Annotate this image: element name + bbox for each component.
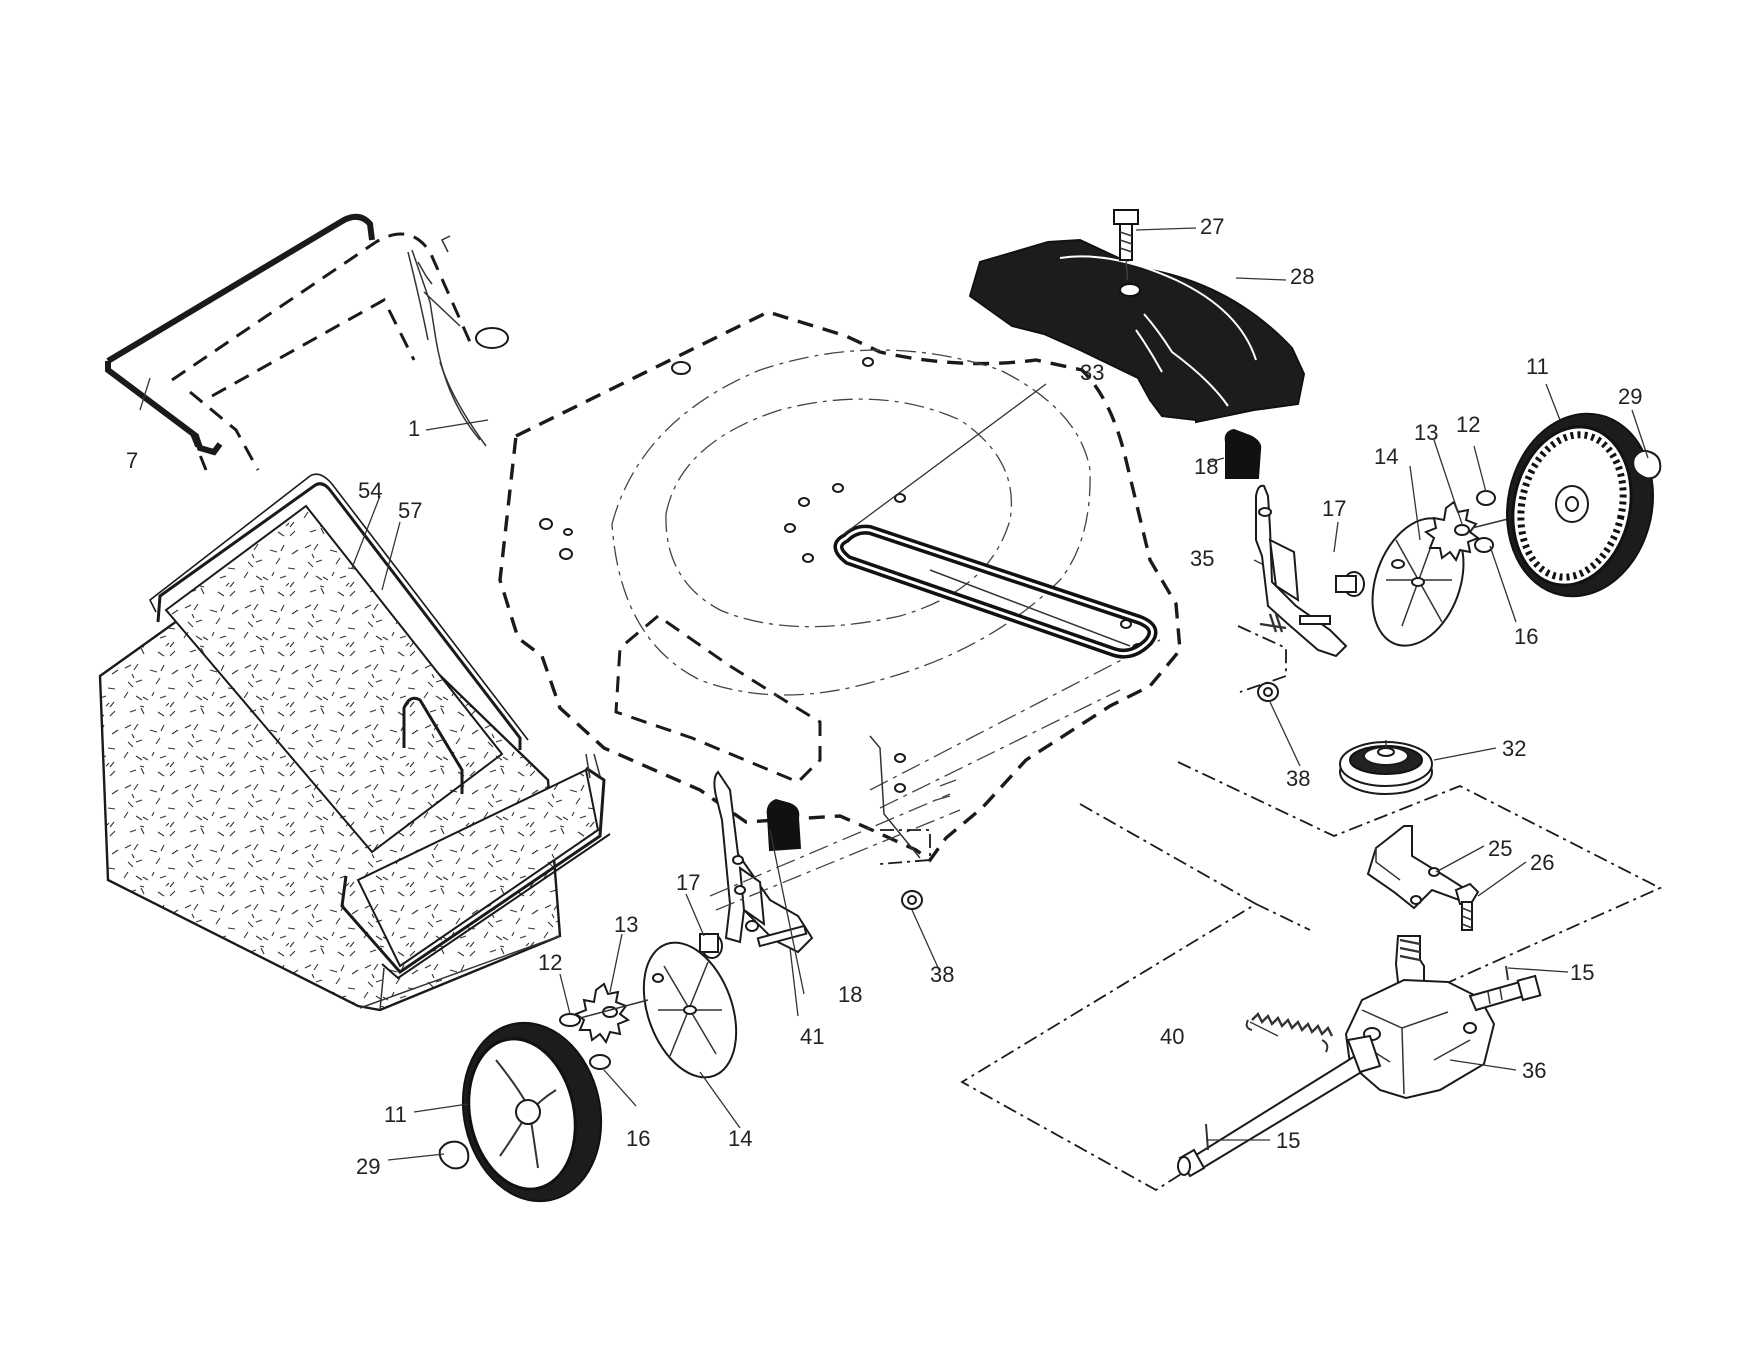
label-part-27: 27 (1200, 214, 1224, 239)
rear-deflector (970, 240, 1304, 422)
right-wheel-assembly (1356, 400, 1670, 658)
label-part-14-right: 14 (1374, 444, 1398, 469)
transmission-spring (1247, 1014, 1332, 1052)
axle-pin-lower (1206, 1124, 1208, 1150)
transmission-outline (962, 762, 1660, 1190)
label-part-7: 7 (126, 448, 138, 473)
label-part-11-left: 11 (384, 1102, 407, 1127)
label-part-11-right: 11 (1526, 354, 1549, 379)
label-part-18-left: 18 (838, 982, 862, 1007)
transmission-pulley (1340, 740, 1432, 794)
label-part-16-right: 16 (1514, 624, 1538, 649)
transmission-bracket (1368, 826, 1470, 908)
left-wheel-assembly (440, 930, 754, 1214)
label-part-38-left: 38 (930, 962, 954, 987)
bushing-right (1238, 626, 1286, 701)
label-part-29-right: 29 (1618, 384, 1642, 409)
label-part-26: 26 (1530, 850, 1554, 875)
label-part-12-right: 12 (1456, 412, 1480, 437)
label-part-40: 40 (1160, 1024, 1184, 1049)
label-part-16-left: 16 (626, 1126, 650, 1151)
label-part-25: 25 (1488, 836, 1512, 861)
transmission-gearbox (1346, 936, 1540, 1098)
bushing-left (880, 830, 930, 909)
label-part-38-right: 38 (1286, 766, 1310, 791)
label-part-17-left: 17 (676, 870, 700, 895)
label-part-17-right: 17 (1322, 496, 1346, 521)
label-part-18-right: 18 (1194, 454, 1218, 479)
label-part-14-left: 14 (728, 1126, 752, 1151)
axle-pin-upper (1506, 966, 1508, 980)
label-part-12-left: 12 (538, 950, 562, 975)
label-part-29-left: 29 (356, 1154, 380, 1179)
label-part-15-upper: 15 (1570, 960, 1594, 985)
label-part-33: 33 (1080, 360, 1104, 385)
label-part-54: 54 (358, 478, 382, 503)
label-part-41: 41 (800, 1024, 824, 1049)
label-part-32: 32 (1502, 736, 1526, 761)
right-height-adjuster (1226, 430, 1364, 656)
label-part-1: 1 (408, 416, 420, 441)
label-part-35: 35 (1190, 546, 1214, 571)
drive-belt (838, 530, 1152, 654)
handle-assembly (108, 217, 508, 470)
label-part-28: 28 (1290, 264, 1314, 289)
bracket-bolt (1456, 884, 1478, 930)
label-part-36: 36 (1522, 1058, 1546, 1083)
label-part-13-left: 13 (614, 912, 638, 937)
label-part-57: 57 (398, 498, 422, 523)
grass-bag (100, 474, 610, 1010)
label-part-13-right: 13 (1414, 420, 1438, 445)
label-part-15-lower: 15 (1276, 1128, 1300, 1153)
